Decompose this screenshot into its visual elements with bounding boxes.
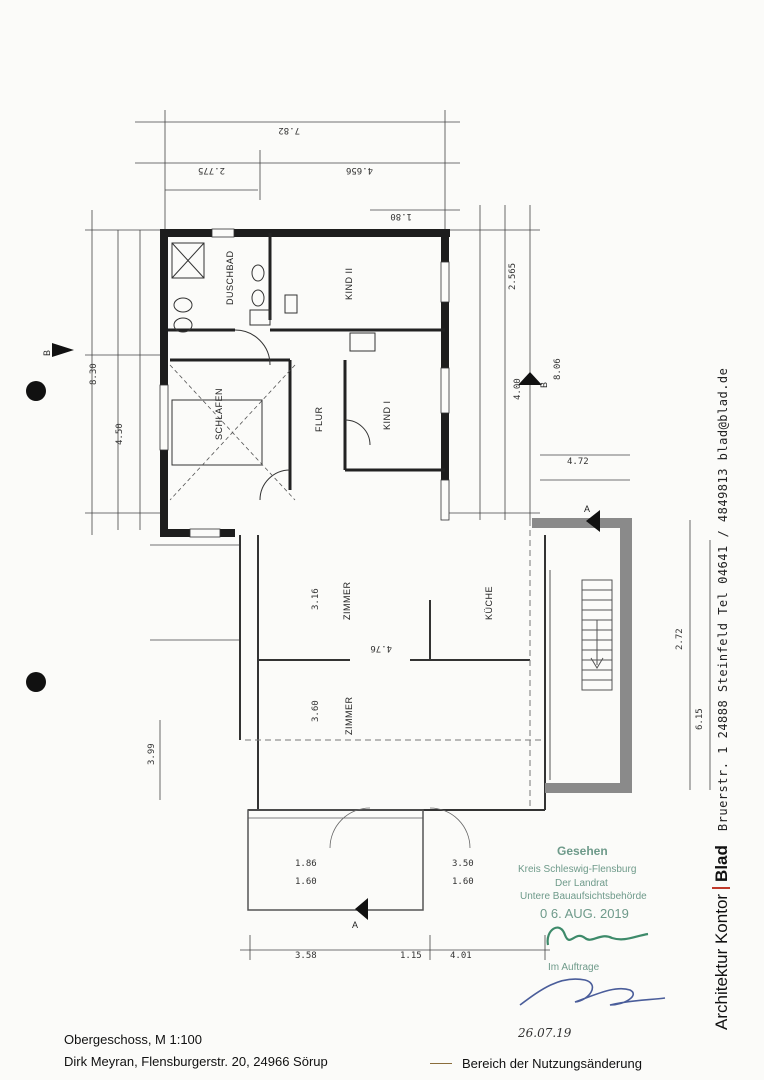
approval-stamp: Gesehen Kreis Schleswig-Flensburg Der La… bbox=[518, 844, 647, 973]
signature-green bbox=[546, 926, 649, 946]
room-kueche: KÜCHE bbox=[484, 586, 494, 620]
stamp-date: 0 6. AUG. 2019 bbox=[540, 906, 629, 921]
dim-right-mid: 4.00 bbox=[513, 378, 523, 400]
dim-zimmer1-height: 3.16 bbox=[311, 588, 321, 610]
dim-lower-left-total: 3.99 bbox=[147, 743, 157, 765]
plan-caption-line1: Obergeschoss, M 1:100 bbox=[64, 1032, 203, 1047]
stamp-line3: Untere Bauaufsichtsbehörde bbox=[520, 891, 647, 902]
dim-right-total: 8.06 bbox=[553, 358, 563, 380]
room-schlafen: SCHLAFEN bbox=[214, 388, 224, 440]
punch-hole-bottom bbox=[26, 672, 46, 692]
legend-line bbox=[430, 1063, 452, 1064]
room-zimmer-lower: ZIMMER bbox=[344, 697, 354, 736]
dim-width-kueche: 4.76 bbox=[370, 643, 392, 653]
dim-top-left: 2.775 bbox=[198, 165, 225, 175]
dim-zimmer2-height: 3.60 bbox=[311, 700, 321, 722]
dim-bottom-right: 4.01 bbox=[450, 951, 472, 961]
section-marker-a-top: A bbox=[584, 504, 591, 514]
dim-left-lower: 4.50 bbox=[115, 423, 125, 445]
section-marker-b-left: B bbox=[42, 349, 52, 356]
office-sidebar: Architektur Kontor Blad Bruerstr. 1 24888 … bbox=[712, 270, 732, 1030]
dim-bottom-left: 3.58 bbox=[295, 951, 317, 961]
dim-stair-total: 6.15 bbox=[695, 708, 705, 730]
room-duschbad: DUSCHBAD bbox=[225, 250, 235, 305]
handwritten-date: 26.07.19 bbox=[517, 1026, 572, 1040]
office-name: Architektur Kontor bbox=[712, 893, 731, 1030]
room-flur: FLUR bbox=[314, 406, 324, 432]
stamp-title: Gesehen bbox=[557, 844, 608, 858]
dim-balcony-right-top: 3.50 bbox=[452, 859, 474, 869]
brand-divider bbox=[712, 886, 730, 889]
dim-top-right: 4.656 bbox=[346, 165, 373, 175]
dim-balcony-left-bottom: 1.60 bbox=[295, 877, 317, 887]
room-kind2: KIND II bbox=[344, 267, 354, 300]
punch-hole-top bbox=[26, 381, 46, 401]
stamp-line2: Der Landrat bbox=[555, 878, 608, 889]
dim-balcony-right-bottom: 1.60 bbox=[452, 877, 474, 887]
dim-left-total: 8.30 bbox=[89, 363, 99, 385]
dim-bottom-mid: 1.15 bbox=[400, 951, 422, 961]
dim-balcony-left-top: 1.86 bbox=[295, 859, 317, 869]
section-marker-b-right: B bbox=[539, 381, 549, 388]
section-marker-a-bottom: A bbox=[352, 920, 359, 930]
legend-label: Bereich der Nutzungsänderung bbox=[462, 1056, 642, 1071]
plan-caption-line2: Dirk Meyran, Flensburgerstr. 20, 24966 S… bbox=[64, 1054, 328, 1069]
office-address: Bruerstr. 1 24888 Steinfeld Tel 04641 / … bbox=[716, 367, 730, 832]
dim-stair-width: 4.72 bbox=[567, 457, 589, 467]
room-kind1: KIND I bbox=[382, 400, 392, 430]
dim-window-1: 1.80 bbox=[390, 211, 412, 221]
dim-top-total: 7.82 bbox=[278, 125, 300, 135]
stamp-line1: Kreis Schleswig-Flensburg bbox=[518, 864, 636, 875]
dim-stair-mid: 2.72 bbox=[675, 628, 685, 650]
legend: Bereich der Nutzungsänderung bbox=[430, 1056, 642, 1071]
signature-blue bbox=[519, 978, 666, 1006]
office-name-blad: Blad bbox=[712, 845, 731, 882]
dim-right-upper: 2.565 bbox=[508, 263, 518, 290]
room-zimmer-upper: ZIMMER bbox=[342, 582, 352, 621]
stamp-line4: Im Auftrage bbox=[548, 962, 600, 973]
